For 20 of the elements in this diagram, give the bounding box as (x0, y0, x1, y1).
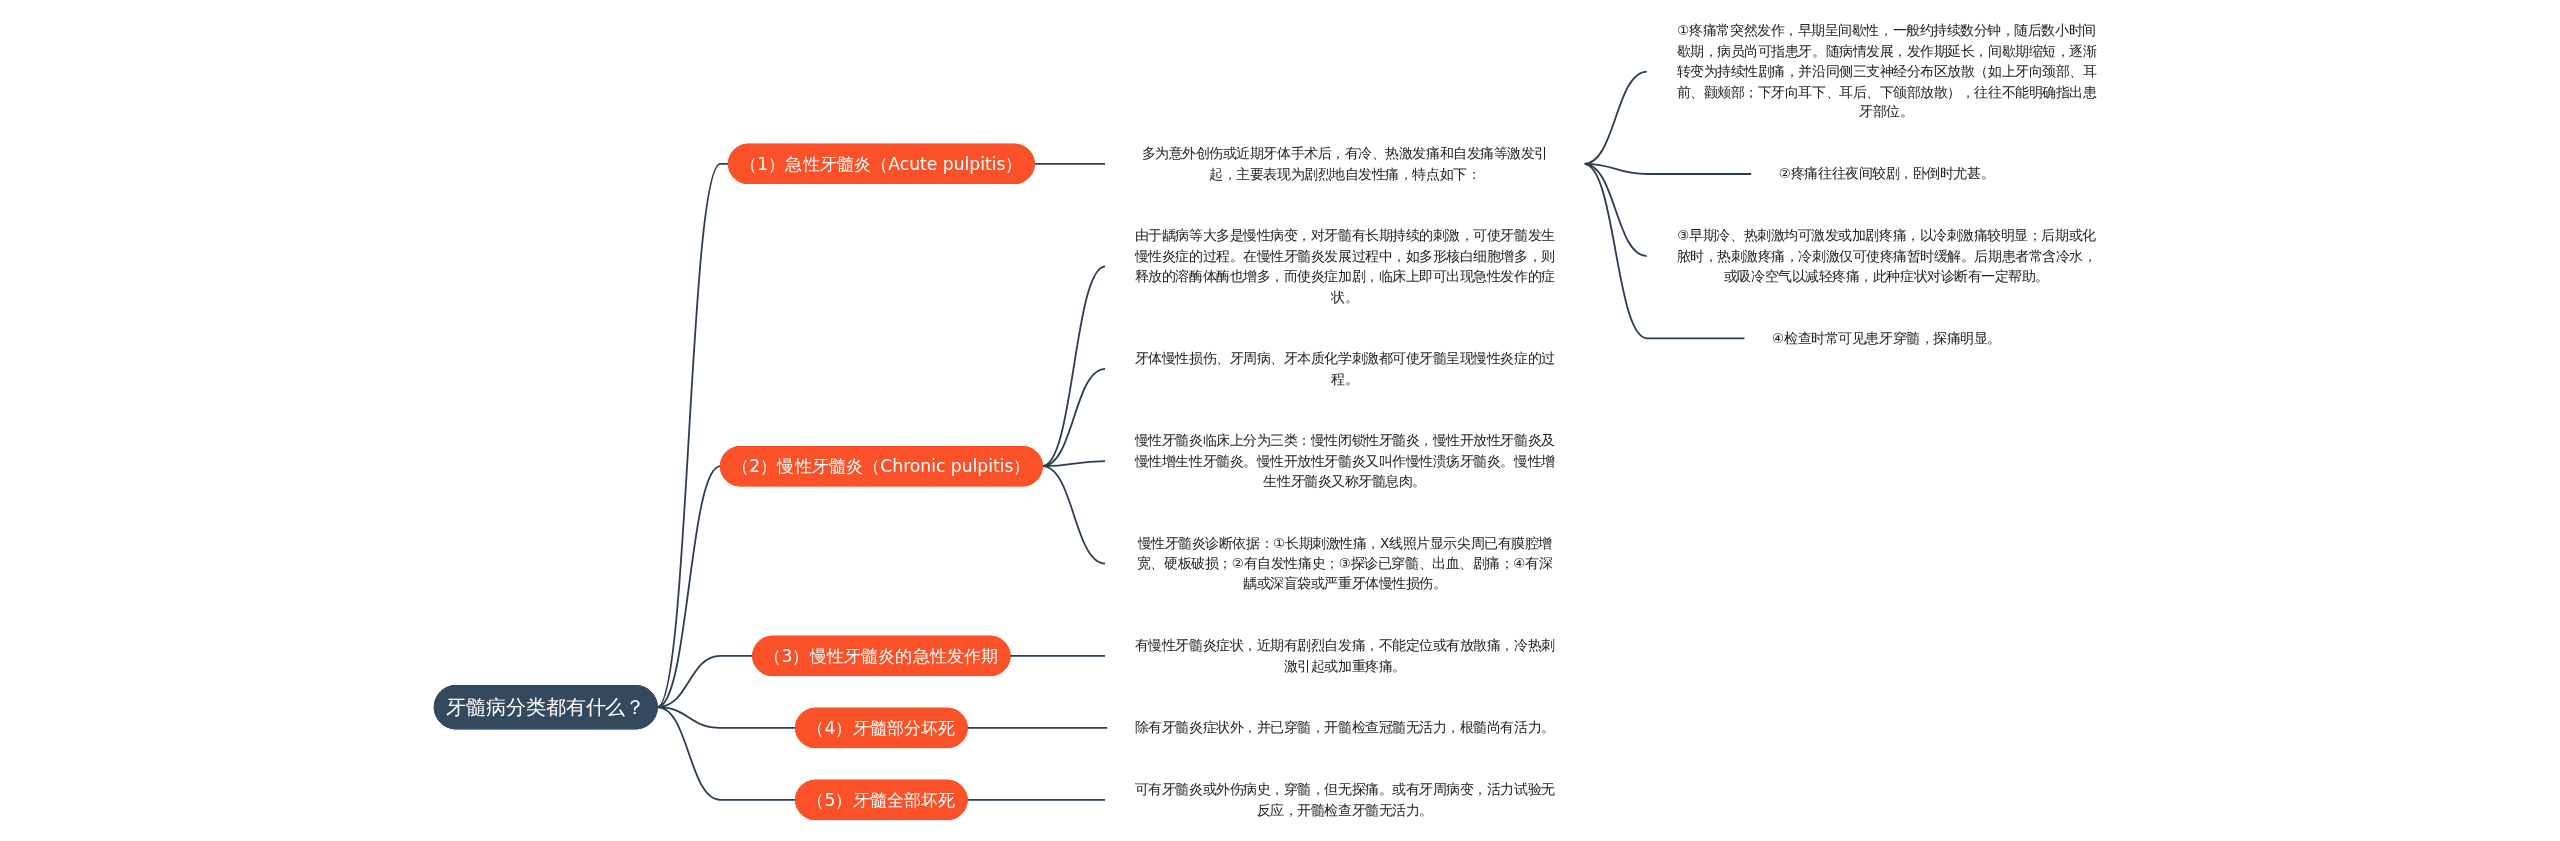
node-text: 慢性牙髓炎临床上分为三类：慢性闭锁性牙髓炎，慢性开放性牙髓炎及慢性增生性牙髓炎。慢性开放性牙髓炎又叫作慢性溃疡牙髓炎。慢性增生性牙髓炎又称牙髓息肉。 (1134, 432, 1555, 490)
node-text: ①疼痛常突然发作，早期呈间歇性，一般约持续数分钟，随后数小时间歇期，病员尚可指患牙。随病情发展，发作期延长，间歇期缩短，逐渐转变为持续性剧痛，并沿同侧三支神经分布区放散（如上牙向颈部、耳前、颧颊部；下牙向耳下、耳后、下颌部放散），往往不能明确指出患牙部位。 (1676, 22, 2097, 121)
connector (656, 162, 730, 709)
node-text: ②疼痛往往夜间较剧，卧倒时尤甚。 (1778, 165, 1995, 182)
connector (1033, 162, 1107, 165)
node-text: 有慢性牙髓炎症状，近期有剧烈自发痛，不能定位或有放散痛，冷热刺激引起或加重疼痛。 (1134, 637, 1555, 674)
node-text: ④检查时常可见患牙穿髓，探痛明显。 (1772, 329, 2001, 347)
node-text: 牙体慢性损伤、牙周病、牙本质化学刺激都可使牙髓呈现慢性炎症的过程。 (1134, 350, 1555, 387)
connector (1583, 162, 1746, 340)
node-text: 可有牙髓炎或外伤病史，穿髓，但无探痛。或有牙周病变，活力试验无反应，开髓检查牙髓无活力。 (1134, 781, 1555, 818)
node-text: ③早期冷、热刺激均可激发或加剧疼痛，以冷刺激痛较明显；后期或化脓时，热刺激疼痛，冷刺激仅可使疼痛暂时缓解。后期患者常含冷水，或吸冷空气以减轻疼痛，此种症状对诊断有一定帮助。 (1676, 227, 2097, 285)
connector (966, 727, 1109, 729)
connector (656, 706, 797, 801)
node-text: 慢性牙髓炎诊断依据：①长期刺激性痛，X线照片显示尖周已有膜腔增宽、硬板破损；②有自发性痛史；③探诊已穿髓、出血、剧痛；④有深龋或深盲袋或严重牙体慢性损伤。 (1136, 534, 1553, 592)
connector (1041, 465, 1107, 565)
node-text: 除有牙髓炎症状外，并已穿髓，开髓检查冠髓无活力，根髓尚有活力。 (1134, 719, 1555, 736)
connector (966, 799, 1107, 801)
connector (1009, 655, 1107, 657)
node-text: 由于龋病等大多是慢性病变，对牙髓有长期持续的刺激，可使牙髓发生慢性炎症的过程。在慢性牙髓炎发展过程中，如多形核白细胞增多，则释放的溶酶体酶也增多，而使炎症加剧，临床上即可出现急性发作的症状。 (1134, 227, 1555, 305)
node-text: 多为意外创伤或近期牙体手术后，有冷、热激发痛和自发痛等激发引起，主要表现为剧烈地自发性痛，特点如下： (1141, 145, 1548, 182)
